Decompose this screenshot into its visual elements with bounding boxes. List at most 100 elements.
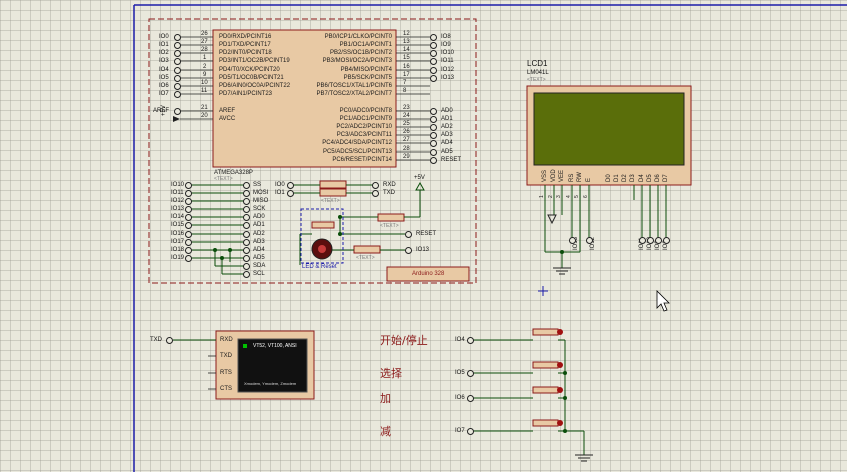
net-terminal[interactable] bbox=[287, 182, 294, 189]
pin-number: 27 bbox=[403, 137, 410, 143]
net-terminal[interactable] bbox=[430, 34, 437, 41]
terminal-title: VT52, VT100, ANSI bbox=[253, 343, 297, 349]
terminal-footer: Xmodem, Ymodem, Zmodem bbox=[244, 381, 297, 386]
net-terminal[interactable] bbox=[174, 75, 181, 82]
net-terminal[interactable] bbox=[655, 237, 662, 244]
net-terminal[interactable] bbox=[639, 237, 646, 244]
net-terminal[interactable] bbox=[185, 247, 192, 254]
junction-dot bbox=[338, 215, 342, 219]
net-terminal[interactable] bbox=[287, 190, 294, 197]
net-terminal[interactable] bbox=[174, 42, 181, 49]
pin-name: PD0/RXD/PCINT16 bbox=[219, 34, 272, 40]
net-terminal[interactable] bbox=[185, 231, 192, 238]
net-terminal[interactable] bbox=[174, 67, 181, 74]
net-terminal[interactable] bbox=[467, 428, 474, 435]
net-terminal[interactable] bbox=[185, 198, 192, 205]
net-label: MOSI bbox=[253, 190, 269, 196]
net-terminal[interactable] bbox=[185, 190, 192, 197]
net-terminal[interactable] bbox=[243, 190, 250, 197]
net-label: IO5 bbox=[455, 370, 465, 376]
net-terminal[interactable] bbox=[174, 83, 181, 90]
button-frame-3 bbox=[532, 386, 559, 394]
net-terminal[interactable] bbox=[185, 222, 192, 229]
txd-resistor bbox=[319, 188, 347, 197]
junction-dot bbox=[228, 248, 232, 252]
net-terminal[interactable] bbox=[430, 67, 437, 74]
select-label: 选择 bbox=[380, 367, 402, 380]
lcd-pin-name: RW bbox=[577, 172, 583, 182]
net-terminal[interactable] bbox=[243, 182, 250, 189]
junction-dot bbox=[563, 396, 567, 400]
net-terminal[interactable] bbox=[174, 34, 181, 41]
net-terminal[interactable] bbox=[243, 214, 250, 221]
net-terminal[interactable] bbox=[243, 222, 250, 229]
net-terminal[interactable] bbox=[467, 370, 474, 377]
net-label: AD1 bbox=[253, 222, 265, 228]
net-terminal[interactable] bbox=[430, 140, 437, 147]
net-terminal[interactable] bbox=[174, 91, 181, 98]
net-terminal[interactable] bbox=[586, 237, 593, 244]
terminal-status-led bbox=[243, 344, 247, 348]
net-terminal[interactable] bbox=[467, 395, 474, 402]
net-terminal[interactable] bbox=[166, 337, 173, 344]
net-terminal[interactable] bbox=[430, 157, 437, 164]
pin-number: 23 bbox=[403, 105, 410, 111]
net-terminal[interactable] bbox=[243, 206, 250, 213]
net-terminal[interactable] bbox=[430, 116, 437, 123]
net-label: IO7 bbox=[159, 91, 169, 97]
net-terminal[interactable] bbox=[430, 149, 437, 156]
net-terminal[interactable] bbox=[405, 247, 412, 254]
net-terminal[interactable] bbox=[243, 263, 250, 270]
net-terminal[interactable] bbox=[243, 231, 250, 238]
net-terminal[interactable] bbox=[467, 337, 474, 344]
net-terminal[interactable] bbox=[430, 50, 437, 57]
net-label: IO4 bbox=[159, 67, 169, 73]
net-terminal[interactable] bbox=[185, 182, 192, 189]
led-reset-box bbox=[300, 208, 344, 264]
net-label: IO0 bbox=[159, 34, 169, 40]
pin-name: PB5/SCK/PCINT5 bbox=[343, 75, 392, 81]
lcd-pin-name: D5 bbox=[647, 174, 653, 182]
lcd-pin-number: 4 bbox=[566, 195, 572, 198]
pin-name: PB2/SS/OC1B/PCINT2 bbox=[329, 50, 392, 56]
net-terminal[interactable] bbox=[569, 237, 576, 244]
net-label: IO13 bbox=[171, 206, 185, 212]
net-terminal[interactable] bbox=[430, 42, 437, 49]
pin-number: 11 bbox=[201, 88, 208, 94]
net-label: IO13 bbox=[416, 247, 430, 253]
net-terminal[interactable] bbox=[243, 239, 250, 246]
net-terminal[interactable] bbox=[185, 206, 192, 213]
net-terminal[interactable] bbox=[372, 182, 379, 189]
net-terminal[interactable] bbox=[243, 247, 250, 254]
pin-name: PD7/AIN1/PCINT23 bbox=[219, 91, 273, 97]
terminal-screen bbox=[237, 338, 308, 393]
net-terminal[interactable] bbox=[430, 58, 437, 65]
net-terminal[interactable] bbox=[243, 271, 250, 278]
pin-number: 26 bbox=[403, 129, 410, 135]
pin-name: PC0/ADC0/PCINT8 bbox=[339, 108, 392, 114]
text-placeholder: <TEXT> bbox=[380, 223, 399, 229]
net-terminal[interactable] bbox=[430, 124, 437, 131]
net-terminal[interactable] bbox=[185, 255, 192, 262]
net-terminal[interactable] bbox=[663, 237, 670, 244]
net-terminal[interactable] bbox=[174, 108, 181, 115]
net-terminal[interactable] bbox=[430, 132, 437, 139]
net-terminal[interactable] bbox=[174, 50, 181, 57]
net-terminal[interactable] bbox=[185, 214, 192, 221]
net-terminal[interactable] bbox=[243, 255, 250, 262]
net-terminal[interactable] bbox=[185, 239, 192, 246]
pin-name: PB4/MISO/PCINT4 bbox=[340, 67, 392, 73]
pin-name: AVCC bbox=[219, 116, 236, 122]
net-terminal[interactable] bbox=[372, 190, 379, 197]
pin-number: 1 bbox=[203, 55, 207, 61]
net-terminal[interactable] bbox=[243, 198, 250, 205]
net-label: MISO bbox=[253, 198, 269, 204]
net-terminal[interactable] bbox=[405, 231, 412, 238]
net-terminal[interactable] bbox=[430, 108, 437, 115]
net-terminal[interactable] bbox=[174, 58, 181, 65]
arduino-boundary bbox=[148, 18, 477, 284]
net-terminal[interactable] bbox=[430, 75, 437, 82]
net-label: AD5 bbox=[253, 255, 265, 261]
net-terminal[interactable] bbox=[647, 237, 654, 244]
